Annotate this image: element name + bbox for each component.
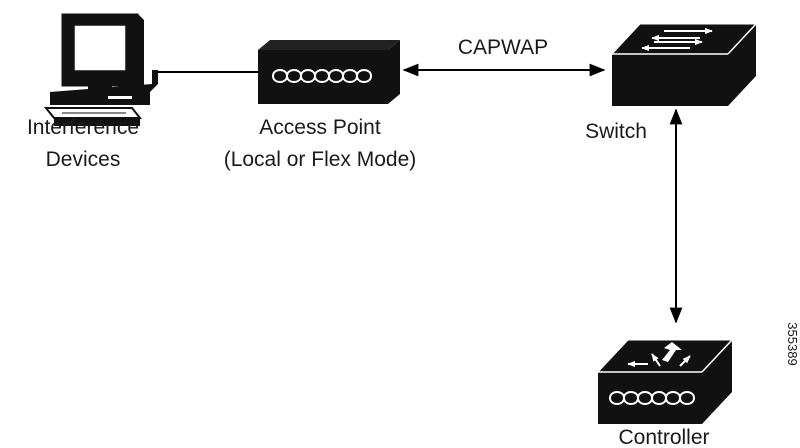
access-point-label-line2: (Local or Flex Mode) [224,148,417,171]
interference-devices-label-line2: Devices [46,148,121,171]
pc-icon [43,13,158,126]
figure-id: 355389 [785,322,800,365]
interference-devices-label-line1: Interference [27,116,139,139]
controller-icon [596,339,734,424]
access-point-label-line1: Access Point [259,116,381,139]
switch-icon [610,23,758,106]
access-point-icon [258,40,400,104]
switch-label: Switch [585,120,647,143]
capwap-label: CAPWAP [458,36,548,59]
controller-label: Controller [618,426,709,448]
